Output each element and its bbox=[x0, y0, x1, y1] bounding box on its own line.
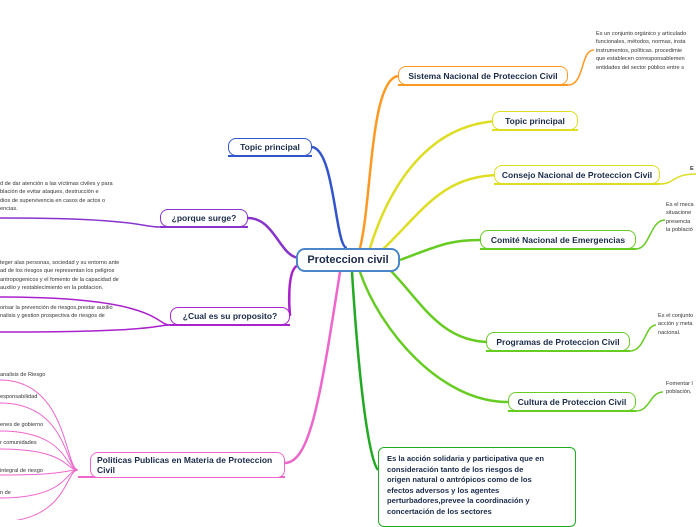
porque-surge-node[interactable]: ¿porque surge? bbox=[160, 209, 248, 227]
connector-sinaproc bbox=[358, 74, 399, 249]
politicas-item: esponsabilidad bbox=[0, 394, 38, 400]
topic-principal-right-label: Topic principal bbox=[505, 115, 565, 126]
connector-proposito-note1 bbox=[0, 296, 171, 326]
central-topic-label: Proteccion civil bbox=[307, 254, 389, 266]
porque-note: d de dar atención a las víctimas civiles… bbox=[0, 181, 113, 213]
porque-surge-label: ¿porque surge? bbox=[171, 213, 237, 223]
connector-comite bbox=[399, 238, 481, 262]
comite-nacional-node[interactable]: Comité Nacional de Emergencias bbox=[480, 230, 636, 249]
topic-principal-right[interactable]: Topic principal bbox=[492, 111, 578, 130]
topic-principal-left[interactable]: Topic principal bbox=[228, 138, 312, 156]
connector-proposito-note2 bbox=[0, 324, 171, 333]
comite-nacional-note: Es el meca situacione presencia la pobla… bbox=[666, 202, 694, 234]
politicas-item: analisis de Riesgo bbox=[0, 372, 46, 378]
consejo-nacional-label: Consejo Nacional de Proteccion Civil bbox=[501, 169, 653, 180]
connector-consejo bbox=[379, 173, 499, 253]
politicas-item: n de bbox=[0, 490, 11, 496]
topic-principal-left-label: Topic principal bbox=[240, 142, 300, 152]
proposito-note-1: teger alas personas, sociedad y su entor… bbox=[0, 260, 120, 292]
consejo-nacional-node[interactable]: Consejo Nacional de Proteccion Civil bbox=[494, 165, 660, 184]
connector-porque-note bbox=[0, 217, 161, 228]
central-topic[interactable]: Proteccion civil bbox=[296, 248, 400, 272]
definicion-box[interactable]: Es la acción solidaria y participativa q… bbox=[378, 447, 576, 527]
cultura-label: Cultura de Proteccion Civil bbox=[517, 396, 627, 407]
proposito-label: ¿Cual es su proposito? bbox=[182, 311, 278, 321]
connector-porque bbox=[247, 216, 301, 260]
programas-node[interactable]: Programas de Proteccion Civil bbox=[486, 332, 630, 351]
connector-cultura bbox=[358, 271, 509, 404]
programas-label: Programas de Proteccion Civil bbox=[496, 336, 620, 347]
consejo-nacional-note: E bbox=[690, 166, 694, 172]
connector-sinaproc-note bbox=[567, 49, 595, 86]
programas-note: Es el conjunto acción y meta nacional. bbox=[658, 313, 694, 336]
politicas-item: integral de riesgo bbox=[0, 468, 43, 474]
cultura-node[interactable]: Cultura de Proteccion Civil bbox=[508, 392, 636, 411]
connector-programas bbox=[389, 269, 491, 344]
connector-topic-left bbox=[311, 145, 348, 250]
connector-definicion bbox=[350, 271, 380, 471]
connector-topic-right bbox=[368, 119, 499, 249]
connector-politicas bbox=[284, 271, 342, 465]
comite-nacional-label: Comité Nacional de Emergencias bbox=[490, 234, 626, 245]
sistema-nacional-note: Es un conjunto orgánico y articulado fun… bbox=[596, 31, 687, 71]
politicas-publicas-label-line2: Civil bbox=[97, 465, 115, 475]
politicas-item: enes de gobierno bbox=[0, 422, 44, 428]
politicas-item: r comunidades bbox=[0, 440, 37, 446]
sistema-nacional-label: Sistema Nacional de Proteccion Civil bbox=[408, 70, 558, 81]
politicas-publicas-label-line1: Politicas Publicas en Materia de Protecc… bbox=[97, 455, 273, 465]
cultura-note: Fomentar l población, bbox=[666, 381, 693, 396]
connector-proposito bbox=[287, 263, 301, 317]
sistema-nacional-node[interactable]: Sistema Nacional de Proteccion Civil bbox=[398, 66, 568, 85]
politicas-publicas-node[interactable]: Politicas Publicas en Materia de Protecc… bbox=[90, 452, 285, 478]
proposito-node[interactable]: ¿Cual es su proposito? bbox=[170, 307, 290, 325]
proposito-note-2: orisar la prevención de riesgos,prestar … bbox=[0, 305, 113, 320]
